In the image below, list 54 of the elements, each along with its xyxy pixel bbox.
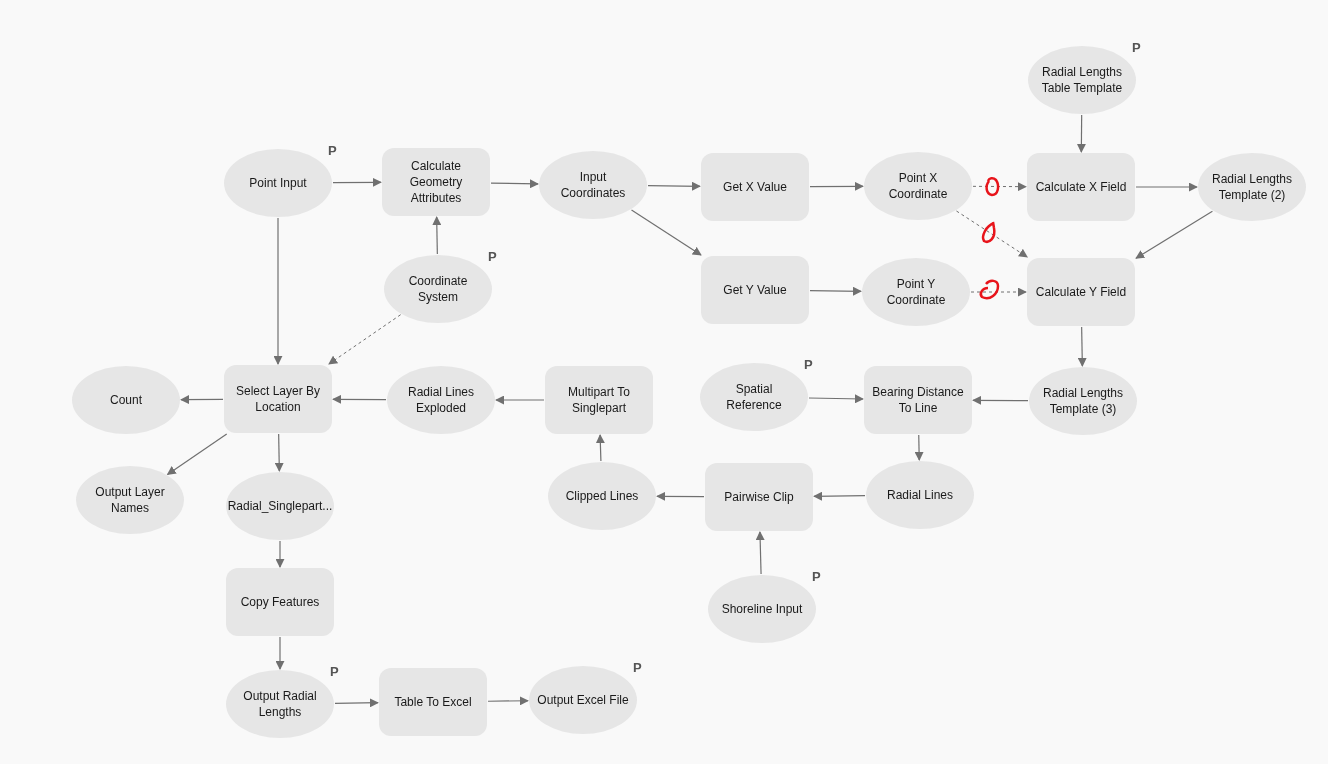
data-ellipse: Input Coordinates bbox=[539, 151, 647, 219]
arrow bbox=[274, 433, 284, 472]
arrow bbox=[332, 394, 387, 404]
arrow bbox=[180, 395, 224, 405]
process-box: Select Layer By Location bbox=[224, 365, 332, 433]
arrow bbox=[970, 287, 1027, 297]
arrow bbox=[490, 179, 539, 189]
arrow bbox=[487, 696, 529, 706]
arrow bbox=[914, 434, 924, 461]
process-box: Calculate Geometry Attributes bbox=[382, 148, 490, 216]
arrow bbox=[166, 433, 228, 475]
arrow bbox=[755, 531, 765, 575]
data-ellipse: Radial Lines Exploded bbox=[387, 366, 495, 434]
data-ellipse: Radial_Singlepart... bbox=[226, 472, 334, 540]
process-box: Calculate Y Field bbox=[1027, 258, 1135, 326]
arrow bbox=[495, 395, 545, 405]
data-ellipse: Radial Lengths Template (2) bbox=[1198, 153, 1306, 221]
arrow bbox=[1135, 182, 1198, 192]
arrow bbox=[1076, 114, 1086, 153]
arrow bbox=[273, 217, 283, 365]
process-box: Get X Value bbox=[701, 153, 809, 221]
arrow bbox=[332, 177, 382, 187]
process-box: Copy Features bbox=[226, 568, 334, 636]
arrow bbox=[813, 491, 866, 501]
arrow bbox=[972, 395, 1029, 405]
arrow bbox=[275, 540, 285, 568]
process-box: Table To Excel bbox=[379, 668, 487, 736]
arrow bbox=[275, 636, 285, 670]
arrow bbox=[630, 209, 702, 256]
arrow bbox=[595, 434, 605, 462]
arrow bbox=[955, 210, 1028, 258]
arrow bbox=[809, 286, 862, 296]
arrow bbox=[328, 314, 402, 365]
process-box: Pairwise Clip bbox=[705, 463, 813, 531]
data-ellipse: Output Layer Names bbox=[76, 466, 184, 534]
process-box: Bearing Distance To Line bbox=[864, 366, 972, 434]
arrow bbox=[656, 491, 705, 501]
data-ellipse: Clipped Lines bbox=[548, 462, 656, 530]
process-box: Multipart To Singlepart bbox=[545, 366, 653, 434]
process-box: Calculate X Field bbox=[1027, 153, 1135, 221]
data-ellipse: Point X Coordinate bbox=[864, 152, 972, 220]
data-ellipse: Count bbox=[72, 366, 180, 434]
data-ellipse: Point Y Coordinate bbox=[862, 258, 970, 326]
arrow bbox=[972, 182, 1027, 192]
arrow bbox=[1135, 210, 1213, 259]
process-box: Get Y Value bbox=[701, 256, 809, 324]
arrow bbox=[809, 181, 864, 191]
arrow bbox=[808, 394, 864, 404]
arrow bbox=[1077, 326, 1087, 367]
arrow bbox=[334, 698, 379, 708]
data-ellipse: Radial Lengths Template (3) bbox=[1029, 367, 1137, 435]
arrow bbox=[432, 216, 442, 255]
data-ellipse: Radial Lines bbox=[866, 461, 974, 529]
arrow bbox=[647, 181, 701, 191]
